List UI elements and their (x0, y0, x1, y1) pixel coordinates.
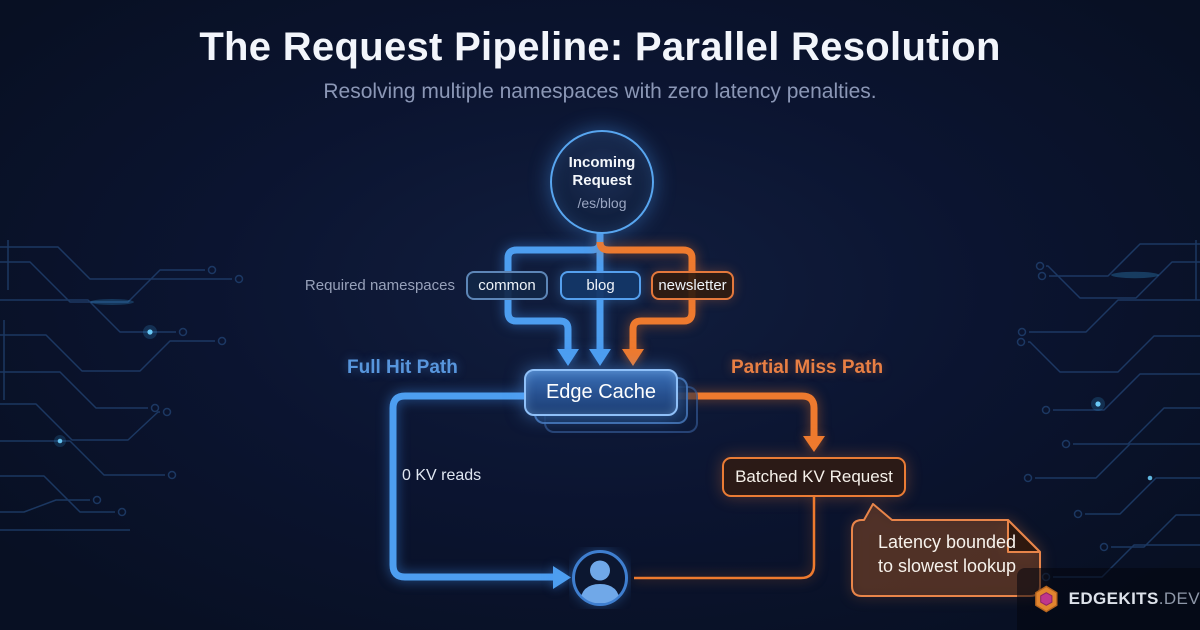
glow-dots-right (1091, 271, 1159, 481)
namespace-chip-blog-label: blog (586, 277, 615, 294)
incoming-request-node: Incoming Request /es/blog (550, 130, 654, 234)
incoming-request-path: /es/blog (577, 194, 627, 211)
circuit-pattern-left (0, 240, 244, 531)
latency-callout-text: Latency bounded to slowest lookup (852, 530, 1042, 578)
edge-cache-node: Edge Cache (524, 369, 678, 416)
logo-hexagon-icon (1035, 585, 1058, 613)
page-title: The Request Pipeline: Parallel Resolutio… (199, 25, 1001, 69)
namespace-chip-blog: blog (560, 271, 641, 300)
kv-reads-label: 0 KV reads (402, 467, 482, 484)
orange-flow-paths (596, 241, 818, 580)
batched-kv-request-node: Batched KV Request (722, 457, 906, 497)
logo: EDGEKITS.DEV (1017, 568, 1200, 630)
incoming-request-title: Incoming Request (568, 153, 636, 189)
latency-callout-bubble (851, 503, 1041, 597)
user-icon (572, 550, 628, 606)
full-hit-path-label: Full Hit Path (347, 357, 458, 378)
callout-folded-corner (1007, 519, 1041, 553)
orange-arrowheads (622, 349, 825, 452)
blue-arrowheads (553, 349, 611, 589)
logo-name: EDGEKITS (1068, 589, 1159, 608)
partial-miss-path-label: Partial Miss Path (731, 357, 884, 378)
latency-callout-line1: Latency bounded (877, 532, 1017, 552)
namespace-chip-newsletter-label: newsletter (658, 277, 727, 294)
circuit-pattern-right (1016, 240, 1200, 582)
edge-cache-label: Edge Cache (545, 381, 657, 403)
page-subtitle: Resolving multiple namespaces with zero … (323, 80, 877, 103)
namespace-chip-common: common (466, 271, 548, 300)
latency-callout-line2: to slowest lookup (877, 556, 1017, 576)
namespace-chip-common-label: common (478, 277, 536, 294)
required-namespaces-label: Required namespaces (304, 277, 455, 294)
glow-dots-left (54, 299, 157, 447)
logo-wordmark: EDGEKITS.DEV (1069, 589, 1200, 609)
namespace-chip-newsletter: newsletter (651, 271, 734, 300)
batched-kv-request-label: Batched KV Request (735, 467, 893, 486)
logo-tld: .DEV (1158, 589, 1200, 608)
